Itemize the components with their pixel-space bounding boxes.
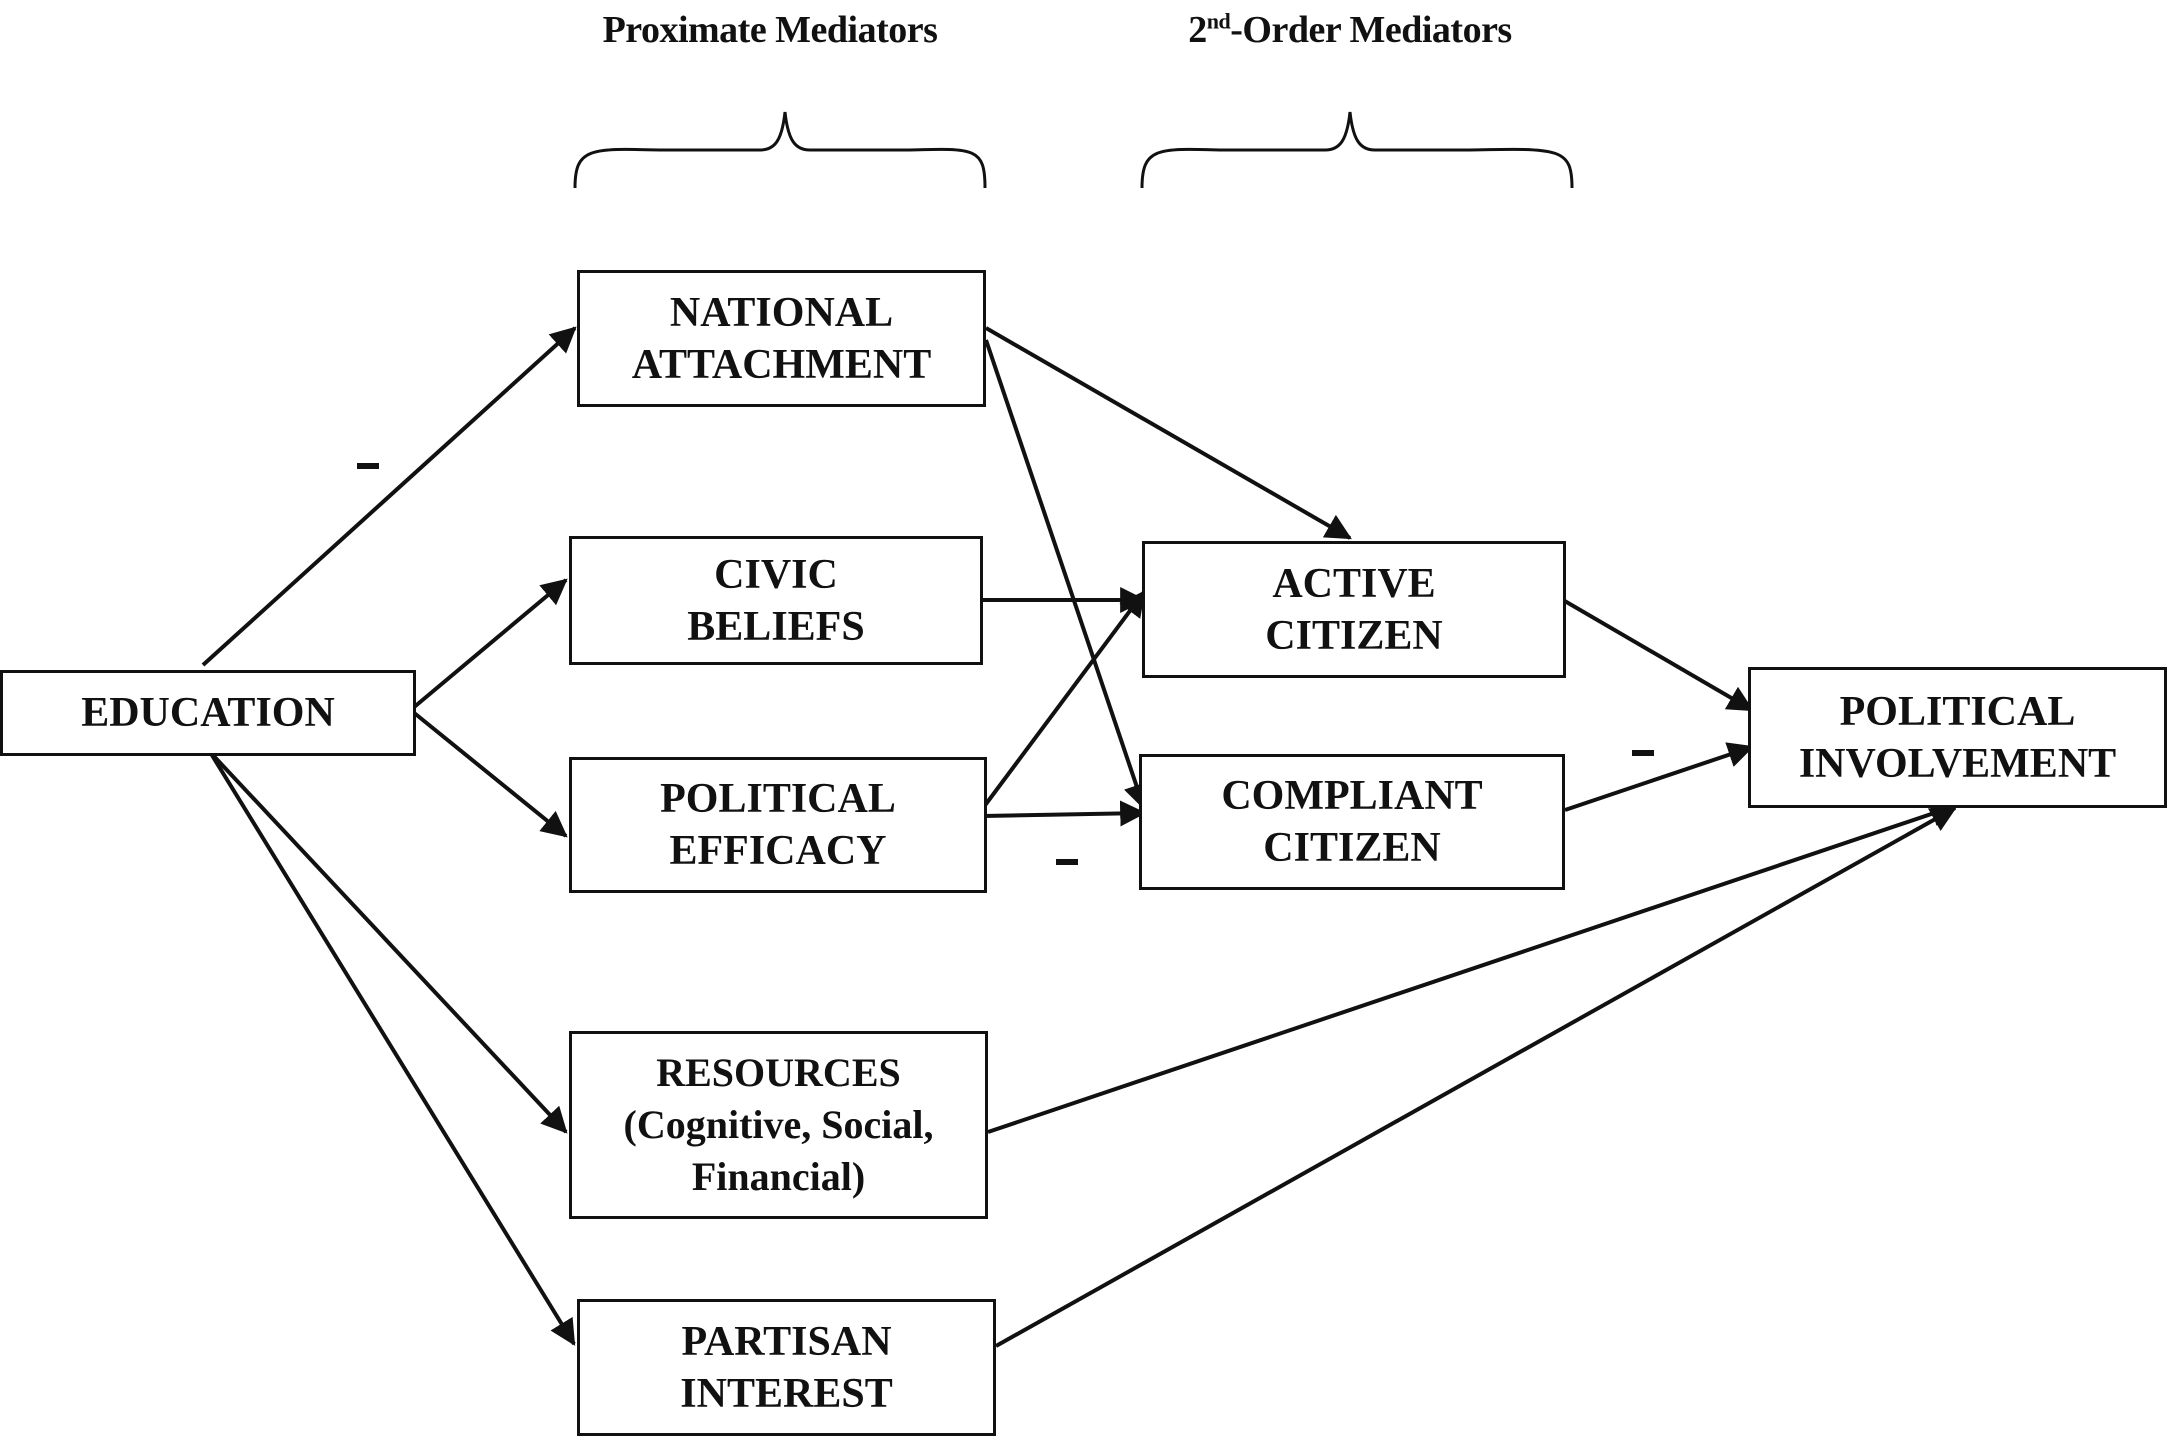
node-political-involvement-line2: INVOLVEMENT xyxy=(1798,740,2117,787)
sign-education-national-attachment xyxy=(357,463,379,469)
node-compliant-citizen-line1: COMPLIANT xyxy=(1221,773,1483,819)
sign-compliant-citizen-political-involvement xyxy=(1632,750,1654,756)
edge-active-citizen-political-involvement xyxy=(1561,598,1754,712)
header-second-order-sup: nd xyxy=(1206,8,1231,34)
edge-partisan-interest-political-involvement xyxy=(995,806,1957,1348)
header-second-order-suffix: -Order Mediators xyxy=(1230,9,1512,51)
node-active-citizen: ACTIVE CITIZEN xyxy=(1142,541,1566,678)
node-civic-beliefs-line2: BELIEFS xyxy=(687,603,865,650)
edge-national-attachment-compliant-citizen xyxy=(984,339,1149,811)
node-compliant-citizen: COMPLIANT CITIZEN xyxy=(1139,754,1565,890)
edge-education-resources xyxy=(208,750,568,1134)
node-partisan-interest-line1: PARTISAN xyxy=(681,1318,892,1365)
node-civic-beliefs: CIVIC BELIEFS xyxy=(569,536,983,665)
node-resources-line2: (Cognitive, Social, xyxy=(623,1102,934,1147)
header-second-order-mediators: 2nd-Order Mediators xyxy=(1130,8,1570,52)
node-political-involvement: POLITICAL INVOLVEMENT xyxy=(1748,667,2167,808)
node-national-attachment-line1: NATIONAL xyxy=(669,289,894,336)
node-resources-line1: RESOURCES xyxy=(656,1050,901,1095)
node-compliant-citizen-line2: CITIZEN xyxy=(1263,825,1441,871)
node-national-attachment: NATIONAL ATTACHMENT xyxy=(577,270,986,407)
node-education-line1: EDUCATION xyxy=(81,690,335,736)
edge-resources-political-involvement xyxy=(987,801,1958,1134)
node-resources: RESOURCES (Cognitive, Social, Financial) xyxy=(569,1031,988,1219)
node-active-citizen-line1: ACTIVE xyxy=(1272,560,1436,607)
node-resources-line3: Financial) xyxy=(691,1154,866,1199)
node-political-efficacy: POLITICAL EFFICACY xyxy=(569,757,987,893)
edge-education-partisan-interest xyxy=(208,750,576,1346)
node-political-efficacy-line2: EFFICACY xyxy=(669,828,887,874)
node-partisan-interest: PARTISAN INTEREST xyxy=(577,1299,996,1436)
node-civic-beliefs-line1: CIVIC xyxy=(714,551,838,598)
edge-national-attachment-active-citizen xyxy=(985,326,1352,540)
edge-political-efficacy-active-citizen xyxy=(981,590,1146,810)
header-proximate-mediators: Proximate Mediators xyxy=(560,8,980,52)
edge-compliant-citizen-political-involvement xyxy=(1564,742,1755,812)
sign-political-efficacy-compliant-citizen xyxy=(1056,859,1078,865)
brace-second-order xyxy=(1140,111,1574,189)
header-proximate-text: Proximate Mediators xyxy=(602,9,938,51)
edge-education-political-efficacy xyxy=(411,710,568,838)
node-national-attachment-line2: ATTACHMENT xyxy=(631,341,932,388)
header-second-order-prefix: 2 xyxy=(1188,9,1207,51)
node-partisan-interest-line2: INTEREST xyxy=(680,1370,893,1417)
edge-education-civic-beliefs xyxy=(411,578,568,710)
brace-proximate xyxy=(573,111,987,189)
node-political-efficacy-line1: POLITICAL xyxy=(660,776,896,822)
node-education: EDUCATION xyxy=(0,670,416,756)
edge-education-national-attachment xyxy=(201,326,577,667)
node-active-citizen-line2: CITIZEN xyxy=(1265,612,1443,659)
node-political-involvement-line1: POLITICAL xyxy=(1839,688,2076,735)
edge-political-efficacy-compliant-citizen xyxy=(982,800,1147,827)
